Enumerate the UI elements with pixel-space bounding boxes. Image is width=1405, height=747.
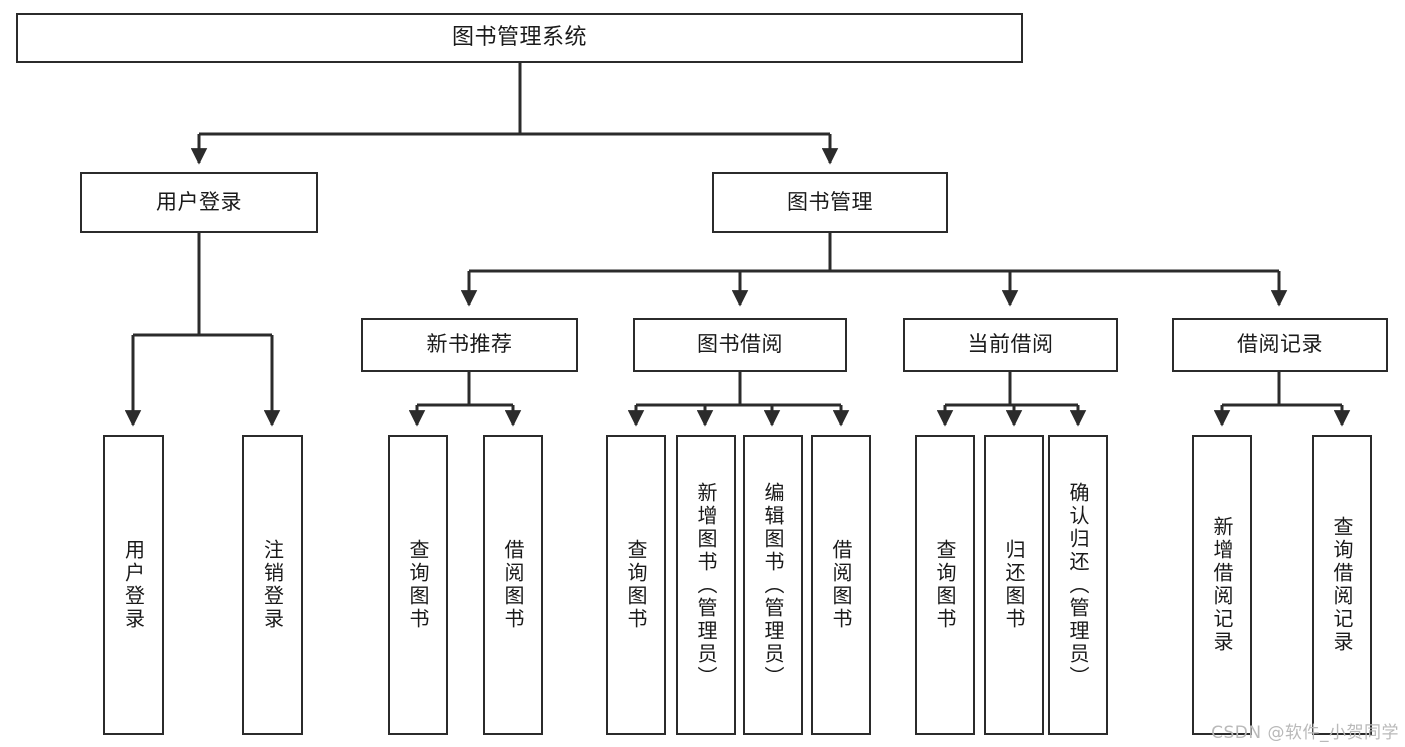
node-leaf-edit-book-admin[interactable]: 编辑图书（管理员）: [743, 435, 803, 735]
node-label: 借阅图书: [829, 539, 853, 631]
node-label: 查询图书: [406, 539, 430, 631]
node-leaf-query-borrow-record[interactable]: 查询借阅记录: [1312, 435, 1372, 735]
node-label: 编辑图书（管理员）: [761, 481, 785, 689]
node-leaf-query-book-recommend[interactable]: 查询图书: [388, 435, 448, 735]
node-label: 注销登录: [260, 539, 285, 631]
node-label: 新增借阅记录: [1210, 516, 1234, 654]
node-leaf-add-borrow-record[interactable]: 新增借阅记录: [1192, 435, 1252, 735]
node-label: 图书管理: [787, 189, 873, 214]
node-label: 查询借阅记录: [1330, 516, 1354, 654]
node-leaf-return-book[interactable]: 归还图书: [984, 435, 1044, 735]
node-leaf-borrow-book-recommend[interactable]: 借阅图书: [483, 435, 543, 735]
node-new-book-recommend[interactable]: 新书推荐: [361, 318, 578, 372]
node-leaf-add-book-admin[interactable]: 新增图书（管理员）: [676, 435, 736, 735]
node-label: 确认归还（管理员）: [1066, 481, 1090, 689]
node-leaf-confirm-return-admin[interactable]: 确认归还（管理员）: [1048, 435, 1108, 735]
node-label: 新书推荐: [426, 332, 513, 357]
node-label: 借阅记录: [1237, 332, 1323, 357]
node-book-borrow[interactable]: 图书借阅: [633, 318, 847, 372]
node-label: 归还图书: [1002, 539, 1026, 631]
node-leaf-query-book-current[interactable]: 查询图书: [915, 435, 975, 735]
node-label: 查询图书: [933, 539, 957, 631]
node-root-book-management-system[interactable]: 图书管理系统: [16, 13, 1023, 63]
node-label: 当前借阅: [967, 332, 1054, 357]
node-leaf-borrow-book-borrow[interactable]: 借阅图书: [811, 435, 871, 735]
node-leaf-query-book-borrow[interactable]: 查询图书: [606, 435, 666, 735]
node-label: 图书借阅: [697, 332, 783, 357]
node-borrow-record[interactable]: 借阅记录: [1172, 318, 1388, 372]
csdn-watermark: CSDN @软件_小贺同学: [1211, 723, 1399, 743]
node-label: 查询图书: [624, 539, 648, 631]
node-label: 用户登录: [156, 189, 242, 214]
node-label: 图书管理系统: [451, 24, 587, 50]
node-book-management[interactable]: 图书管理: [712, 172, 948, 233]
node-label: 用户登录: [121, 539, 146, 631]
node-label: 新增图书（管理员）: [694, 481, 718, 689]
node-leaf-user-logout[interactable]: 注销登录: [242, 435, 303, 735]
node-user-login[interactable]: 用户登录: [80, 172, 318, 233]
node-leaf-user-login[interactable]: 用户登录: [103, 435, 164, 735]
node-current-borrow[interactable]: 当前借阅: [903, 318, 1118, 372]
node-label: 借阅图书: [501, 539, 525, 631]
